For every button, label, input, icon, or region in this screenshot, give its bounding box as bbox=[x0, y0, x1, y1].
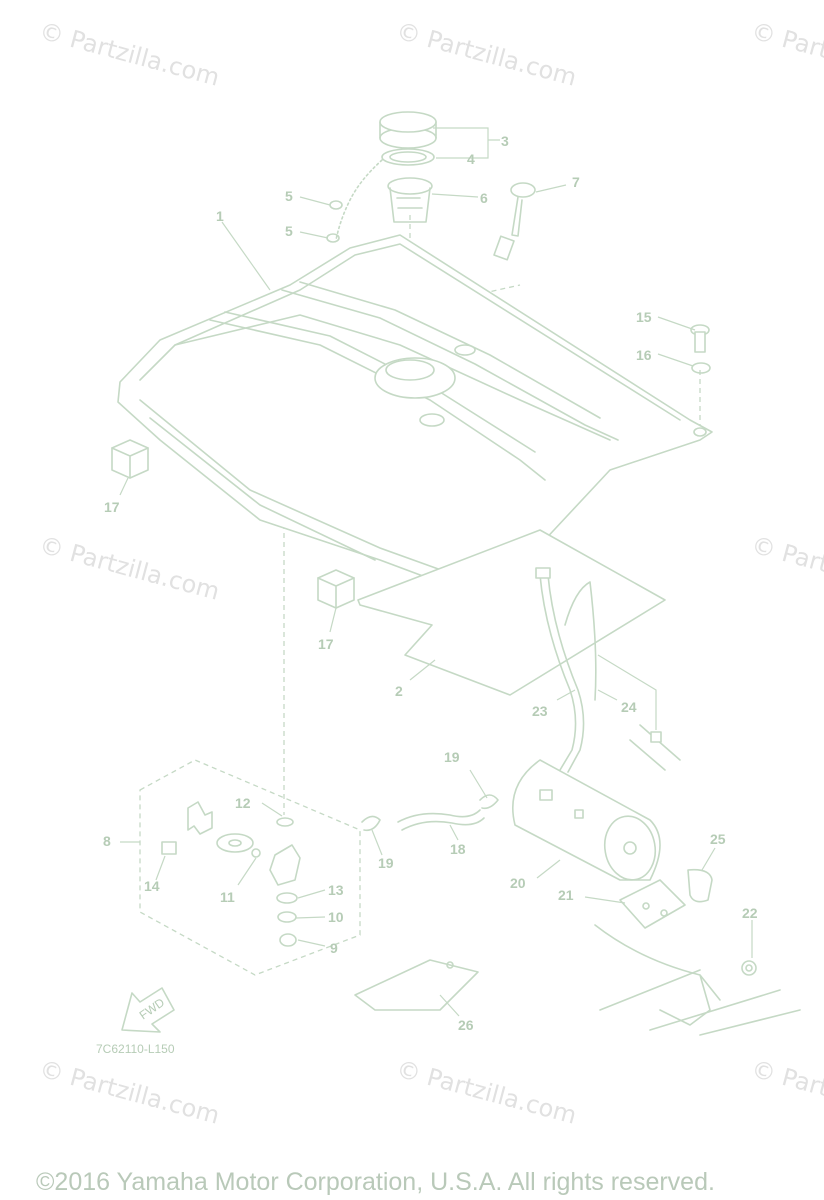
bracket-assembly bbox=[594, 868, 801, 1036]
callout-22: 22 bbox=[742, 905, 758, 921]
callout-19: 19 bbox=[378, 855, 394, 871]
callout-17: 17 bbox=[318, 636, 334, 652]
callout-1: 1 bbox=[216, 208, 224, 224]
watermark: © Partzilla.com bbox=[393, 17, 579, 92]
watermark: © Partzilla.com bbox=[748, 1055, 824, 1130]
hoses bbox=[535, 567, 681, 773]
callouts: 1 2 3 4 5 5 6 7 8 9 10 11 12 13 14 15 16… bbox=[103, 133, 758, 1033]
callout-3: 3 bbox=[501, 133, 509, 149]
callout-7: 7 bbox=[572, 174, 580, 190]
callout-24: 24 bbox=[621, 699, 637, 715]
callout-17: 17 bbox=[104, 499, 120, 515]
callout-6: 6 bbox=[480, 190, 488, 206]
callout-16: 16 bbox=[636, 347, 652, 363]
watermark: © Partzilla.com bbox=[748, 17, 824, 92]
diagram-code: 7C62110-L150 bbox=[96, 1042, 175, 1056]
callout-20: 20 bbox=[510, 875, 526, 891]
callout-14: 14 bbox=[144, 878, 160, 894]
callout-8: 8 bbox=[103, 833, 111, 849]
callout-23: 23 bbox=[532, 703, 548, 719]
callout-13: 13 bbox=[328, 882, 344, 898]
callout-21: 21 bbox=[558, 887, 574, 903]
fwd-arrow: FWD bbox=[121, 987, 175, 1033]
fuel-cap-assembly bbox=[326, 111, 536, 261]
callout-19: 19 bbox=[444, 749, 460, 765]
watermark: © Partzilla.com bbox=[36, 1055, 222, 1130]
plastic-bag bbox=[354, 959, 479, 1011]
fuel-cock-kit bbox=[139, 759, 361, 976]
callout-26: 26 bbox=[458, 1017, 474, 1033]
callout-10: 10 bbox=[328, 909, 344, 925]
watermark: © Partzilla.com bbox=[36, 531, 222, 606]
callout-2: 2 bbox=[395, 683, 403, 699]
copyright-notice: ©2016 Yamaha Motor Corporation, U.S.A. A… bbox=[36, 1168, 715, 1196]
callout-12: 12 bbox=[235, 795, 251, 811]
watermark: © Partzilla.com bbox=[748, 531, 824, 606]
bolt-washer bbox=[690, 324, 711, 374]
callout-18: 18 bbox=[450, 841, 466, 857]
damper-plate bbox=[357, 529, 666, 696]
cushions bbox=[111, 439, 355, 609]
watermark: © Partzilla.com bbox=[36, 17, 222, 92]
watermark: © Partzilla.com bbox=[393, 1055, 579, 1130]
callout-5: 5 bbox=[285, 188, 293, 204]
callout-15: 15 bbox=[636, 309, 652, 325]
fuel-pipe bbox=[361, 794, 499, 832]
callout-9: 9 bbox=[330, 940, 338, 956]
leader-lines bbox=[119, 127, 753, 1017]
callout-11: 11 bbox=[220, 889, 235, 905]
callout-4: 4 bbox=[467, 151, 475, 167]
fuel-tank bbox=[117, 234, 713, 589]
callout-25: 25 bbox=[710, 831, 726, 847]
canister bbox=[511, 759, 661, 881]
callout-5: 5 bbox=[285, 223, 293, 239]
